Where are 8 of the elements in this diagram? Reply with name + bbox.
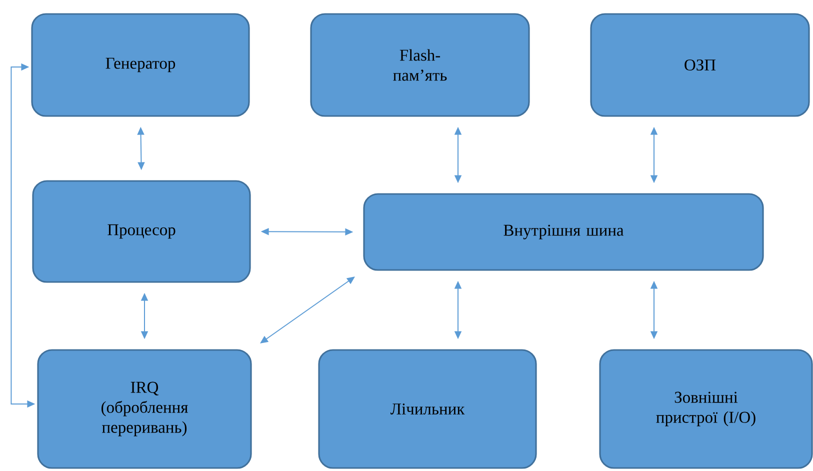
process-box: Процесор bbox=[32, 180, 251, 283]
process-box: Лічильник bbox=[318, 349, 537, 469]
process-box: Зовнішні пристрої (I/O) bbox=[599, 349, 813, 469]
process-box: Flash-пам’ять bbox=[310, 13, 530, 117]
process-box: Внутрішня шина bbox=[363, 193, 764, 271]
process-box: IRQ (оброблення переривань) bbox=[37, 349, 252, 469]
process-box: Генератор bbox=[31, 13, 250, 117]
process-box: ОЗП bbox=[590, 13, 810, 117]
